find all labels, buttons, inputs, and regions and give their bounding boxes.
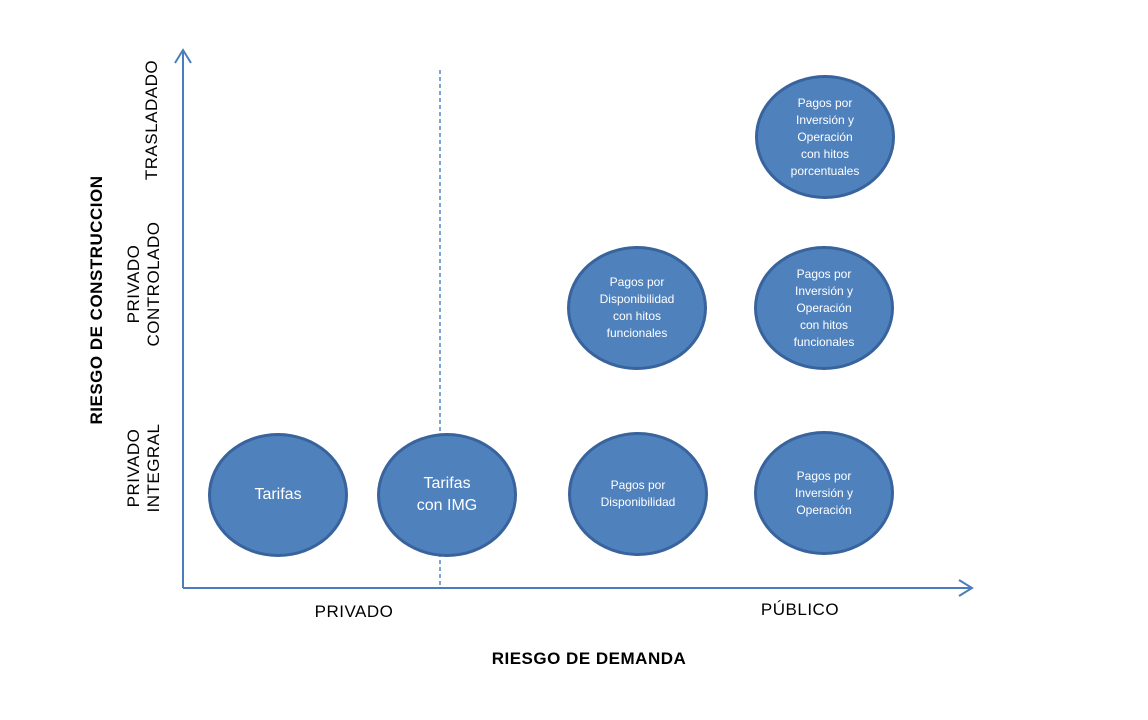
bubble-tarifas-con-img: Tarifas con IMG [377, 433, 517, 557]
bubble-pagos-disponibilidad: Pagos por Disponibilidad [568, 432, 708, 556]
bubble-label: Pagos por Disponibilidad con hitos funci… [599, 275, 675, 340]
y-tick-trasladado: TRASLADADO [142, 59, 161, 181]
bubble-label: Pagos por Disponibilidad [600, 478, 676, 509]
x-axis-title: RIESGO DE DEMANDA [491, 649, 687, 668]
bubble-tarifas: Tarifas [208, 433, 348, 557]
bubble-pagos-disponibilidad-hitos-funcionales: Pagos por Disponibilidad con hitos funci… [567, 246, 707, 370]
y-axis-arrowhead-icon [174, 48, 192, 64]
x-tick-privado: PRIVADO [314, 602, 394, 621]
bubble-label: Tarifas con IMG [416, 475, 478, 514]
x-tick-publico: PÚBLICO [760, 600, 840, 619]
bubble-label: Pagos por Inversión y Operación [794, 468, 854, 517]
y-tick-privado-controlado: PRIVADO CONTROLADO [124, 221, 163, 347]
bubble-pagos-inversion-operacion-hitos-funcionales: Pagos por Inversión y Operación con hito… [754, 246, 894, 370]
bubble-label: Tarifas [254, 486, 302, 503]
bubble-label: Pagos por Inversión y Operación con hito… [790, 95, 860, 178]
x-axis-arrowhead-icon [958, 579, 974, 597]
bubble-label: Pagos por Inversión y Operación con hito… [793, 266, 855, 349]
bubble-pagos-inversion-operacion-hitos-porcentuales: Pagos por Inversión y Operación con hito… [755, 75, 895, 199]
y-tick-privado-integral: PRIVADO INTEGRAL [124, 423, 163, 513]
y-axis-title: RIESGO DE CONSTRUCCION [87, 175, 106, 425]
bubble-pagos-inversion-operacion: Pagos por Inversión y Operación [754, 431, 894, 555]
